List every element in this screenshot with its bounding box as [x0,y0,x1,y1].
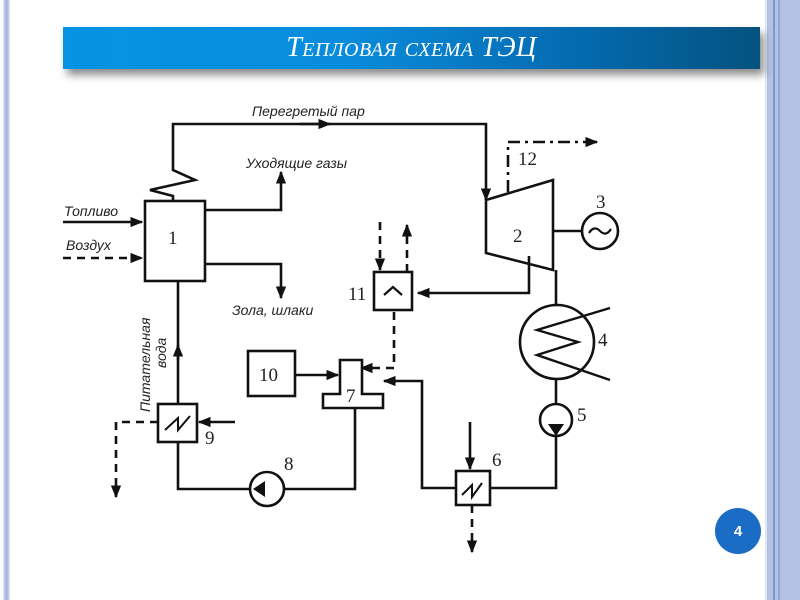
component-label-4: 4 [598,330,608,351]
slide-left-border [3,0,10,600]
title-bar: Тепловая схема ТЭЦ [63,27,760,69]
slide-title: Тепловая схема ТЭЦ [286,32,537,63]
feed-water-label-2: вода [153,337,169,368]
deaerator [321,358,385,410]
border-line [778,0,780,600]
turbine-to-heater-line [416,256,531,299]
heater-coil-icon [383,285,403,296]
heater-drain-line [360,312,396,370]
component-label-5: 5 [577,405,587,426]
pump-triangle-icon [253,481,265,497]
slide-right-border [765,0,800,600]
component-label-3: 3 [596,192,606,213]
component-label-6: 6 [492,450,502,471]
superheated-steam-label: Перегретый пар [252,103,365,119]
cooling-coil-icon [532,306,611,382]
ash-line [205,262,287,300]
border-line [773,0,775,600]
ash-slag-label: Зола, шлаки [232,302,313,318]
page-number-badge: 4 [715,508,761,554]
boiler [143,199,207,283]
component-label-2: 2 [513,226,523,247]
component-label-7: 7 [346,386,356,407]
heater-coil-icon [461,482,483,501]
heater-coil-icon [164,415,191,433]
border-line [765,0,767,600]
component-label-1: 1 [168,228,178,249]
ac-symbol-icon [588,227,612,235]
fuel-label: Топливо [64,203,118,219]
flue-gases-label: Уходящие газы [245,155,348,171]
extraction-line [506,140,596,192]
condensate-line [490,436,558,490]
hp-heater-drain-line [114,420,158,496]
network-heater [372,270,414,312]
pump-triangle-icon [548,424,564,436]
flue-gas-line [205,170,287,212]
deaerator-outlet-line [285,408,357,491]
component-label-9: 9 [205,428,215,449]
air-label: Воздух [66,237,112,253]
feed-pump-outlet-line [176,442,250,491]
heater-to-deaerator-line [385,379,456,490]
make-up-water-unit [246,349,297,398]
feed-water-label-1: Питательная [137,317,153,412]
component-label-12: 12 [518,149,537,170]
component-label-10: 10 [259,365,278,386]
component-label-11: 11 [348,284,366,305]
turbine [484,178,555,272]
superheated-steam-line [149,122,488,201]
component-label-8: 8 [284,454,294,475]
